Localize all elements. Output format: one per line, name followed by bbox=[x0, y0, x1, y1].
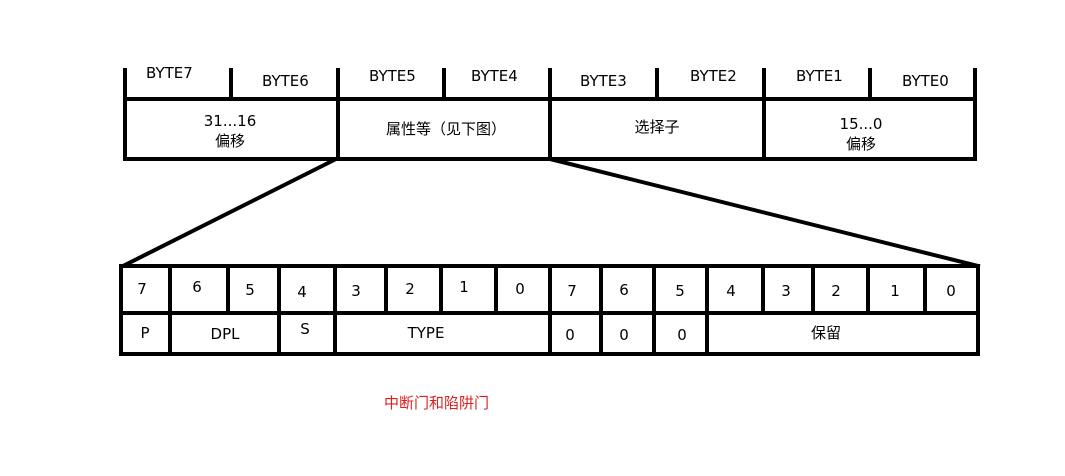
bit-number: 2 bbox=[405, 280, 415, 298]
offset-high-label: 偏移 bbox=[214, 132, 246, 150]
field-zero: 0 bbox=[619, 326, 629, 344]
attributes-label: 属性等（见下图） bbox=[385, 120, 507, 138]
bit-number: 2 bbox=[831, 282, 841, 300]
byte-label-6: BYTE6 bbox=[262, 72, 309, 90]
byte-label-1: BYTE1 bbox=[796, 67, 843, 85]
bit-number: 1 bbox=[459, 278, 469, 296]
offset-high-range: 31...16 bbox=[203, 112, 257, 130]
bit-number: 4 bbox=[726, 282, 736, 300]
bit-number: 3 bbox=[351, 282, 361, 300]
bit-number: 4 bbox=[297, 283, 307, 301]
field-zero: 0 bbox=[677, 326, 687, 344]
byte-label-2: BYTE2 bbox=[690, 67, 737, 85]
field-p: P bbox=[140, 324, 150, 342]
offset-low-range: 15...0 bbox=[839, 115, 883, 133]
field-reserved: 保留 bbox=[810, 324, 842, 342]
field-s: S bbox=[300, 320, 310, 338]
bit-number: 7 bbox=[137, 280, 147, 298]
bit-number: 0 bbox=[946, 282, 956, 300]
field-dpl: DPL bbox=[210, 325, 240, 343]
bit-number: 6 bbox=[619, 281, 629, 299]
bit-number: 0 bbox=[515, 280, 525, 298]
expansion-line-right bbox=[547, 156, 981, 269]
expansion-line-left bbox=[120, 156, 339, 269]
bit-number: 1 bbox=[890, 282, 900, 300]
field-zero: 0 bbox=[565, 326, 575, 344]
byte-label-3: BYTE3 bbox=[580, 72, 627, 90]
byte-label-7: BYTE7 bbox=[146, 64, 193, 82]
byte-label-4: BYTE4 bbox=[471, 67, 518, 85]
diagram-caption: 中断门和陷阱门 bbox=[384, 394, 490, 412]
byte-label-0: BYTE0 bbox=[902, 72, 949, 90]
bit-number: 5 bbox=[245, 281, 255, 299]
offset-low-label: 偏移 bbox=[845, 135, 877, 153]
bit-number: 3 bbox=[781, 282, 791, 300]
field-type: TYPE bbox=[407, 324, 445, 342]
byte-label-5: BYTE5 bbox=[369, 67, 416, 85]
bit-number: 6 bbox=[192, 278, 202, 296]
selector-label: 选择子 bbox=[634, 118, 680, 136]
bit-number: 5 bbox=[675, 282, 685, 300]
bit-number: 7 bbox=[567, 282, 577, 300]
